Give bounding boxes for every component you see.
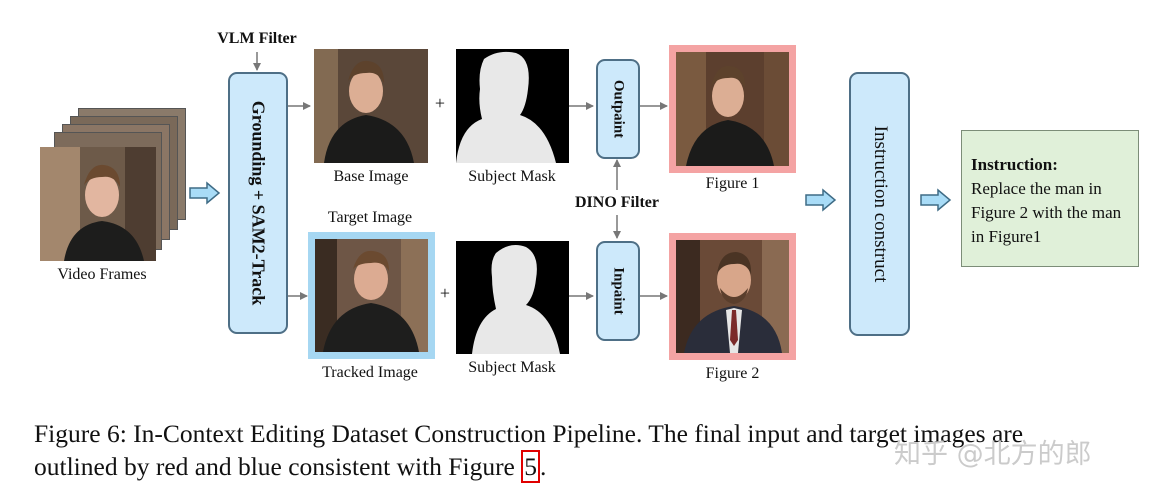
watermark: 知乎 @北方的郎 xyxy=(894,439,1092,470)
figure2-outline xyxy=(669,233,796,360)
instruction-box: Instruction: Replace the man in Figure 2… xyxy=(961,130,1139,267)
tracked-image-outline xyxy=(308,232,435,359)
video-frames-label: Video Frames xyxy=(57,266,147,283)
figure1-outline xyxy=(669,45,796,173)
tracked-image xyxy=(315,239,428,352)
subject-mask-top xyxy=(456,49,569,163)
flow-arrow-figures-to-instruction xyxy=(805,188,837,212)
outpaint-box: Outpaint xyxy=(596,59,640,159)
instruction-text: Replace the man in Figure 2 with the man… xyxy=(971,179,1122,246)
base-image-label: Base Image xyxy=(333,168,409,185)
flow-arrow-video-to-grounding xyxy=(189,181,221,205)
dino-filter-label: DINO Filter xyxy=(575,194,659,211)
figure1-image xyxy=(676,52,789,166)
flow-arrow-construct-to-instruction xyxy=(920,188,952,212)
figure2-label: Figure 2 xyxy=(705,365,760,382)
tracked-image-label: Tracked Image xyxy=(322,364,418,381)
outpaint-label: Outpaint xyxy=(610,79,627,139)
plus-sign-bottom: + xyxy=(439,283,451,303)
instruction-heading: Instruction: xyxy=(971,155,1058,174)
subject-mask-bottom xyxy=(456,241,569,354)
base-image xyxy=(314,49,428,163)
caption-line2: outlined by red and blue consistent with… xyxy=(34,450,1023,483)
figure-reference-link[interactable]: 5 xyxy=(521,450,541,483)
video-frame-image xyxy=(40,147,156,261)
subject-mask-top-label: Subject Mask xyxy=(468,168,556,185)
grounding-sam2-track-box: Grounding + SAM2-Track xyxy=(228,72,288,334)
vlm-filter-label: VLM Filter xyxy=(217,30,297,47)
target-image-label: Target Image xyxy=(327,209,413,226)
figure1-label: Figure 1 xyxy=(705,175,760,192)
plus-sign-top: + xyxy=(434,93,446,113)
subject-mask-bottom-label: Subject Mask xyxy=(468,359,556,376)
caption-line2-text: outlined by red and blue consistent with… xyxy=(34,452,522,481)
caption-line1: Figure 6: In-Context Editing Dataset Con… xyxy=(34,419,1024,448)
figure-caption: Figure 6: In-Context Editing Dataset Con… xyxy=(34,417,1023,483)
grounding-sam2-track-label: Grounding + SAM2-Track xyxy=(248,100,269,306)
inpaint-label: Inpaint xyxy=(610,267,627,315)
inpaint-box: Inpaint xyxy=(596,241,640,341)
instruction-construct-box: Instruction construct xyxy=(849,72,910,336)
instruction-construct-label: Instruction construct xyxy=(869,125,891,283)
caption-line2-end: . xyxy=(540,452,547,481)
figure2-image xyxy=(676,240,789,353)
